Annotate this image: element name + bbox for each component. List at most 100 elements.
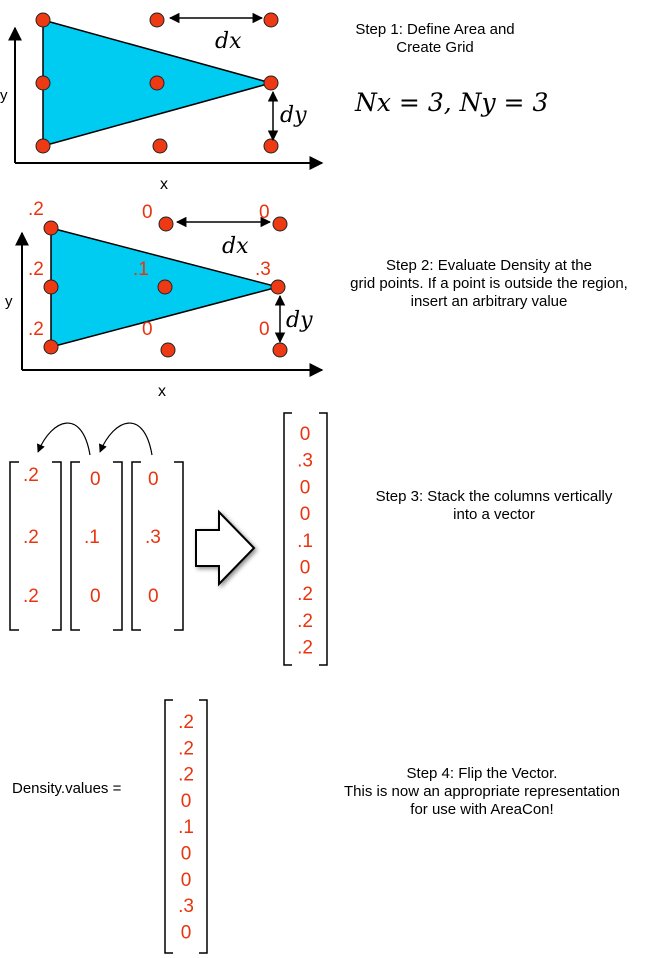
density-values-label: Density.values = [12, 780, 122, 797]
step4-diagram: Density.values = .2 .2 .2 0 .1 0 0 .3 0 [12, 699, 208, 954]
vector-entry: .2 [297, 584, 313, 605]
curved-arrow-col2-to-col1 [37, 422, 91, 456]
step2-value-mid-right: .3 [255, 259, 271, 280]
step1-grid-points [35, 12, 279, 154]
step1-y-axis-label: y [0, 87, 8, 104]
grid-point [263, 138, 279, 154]
matrix-cell: 0 [148, 469, 159, 490]
vector-entry: 0 [181, 870, 192, 891]
step4-title-line: for use with AreaCon! [410, 801, 554, 818]
vector-entry: .2 [297, 611, 313, 632]
matrix-cell: .2 [23, 586, 39, 607]
step3-column-2: 0 .1 0 [70, 461, 123, 631]
vector-entry: .2 [178, 738, 194, 759]
step1-title-line: Create Grid [396, 39, 474, 56]
step1-dy-label: dy [280, 103, 307, 128]
step2-x-axis-label: x [158, 383, 166, 400]
step1-x-axis-label: x [160, 176, 168, 193]
step4-title-line: This is now an appropriate representatio… [344, 783, 620, 800]
matrix-cell: .3 [145, 527, 161, 548]
grid-point [149, 12, 165, 28]
grid-point [35, 138, 51, 154]
grid-point [43, 220, 59, 236]
step3-title-line: Step 3: Stack the columns vertically [375, 488, 613, 505]
grid-point [43, 339, 59, 355]
step2-grid-points [43, 216, 288, 358]
vector-entry: 0 [300, 558, 311, 579]
vector-entry: .2 [178, 712, 194, 733]
vector-entry: .1 [297, 531, 313, 552]
vector-entry: .3 [297, 451, 313, 472]
bracket-right [319, 412, 328, 666]
bracket-left [131, 461, 141, 631]
step2-value-mid-left: .2 [28, 259, 44, 280]
vector-entry: .1 [178, 817, 194, 838]
grid-point [152, 138, 168, 154]
bracket-left [283, 412, 292, 666]
step1-title-line: Step 1: Define Area and [355, 21, 515, 38]
vector-entry: 0 [300, 504, 311, 525]
step2-diagram: dx dy x y .2 0 0 .2 .1 .3 .2 0 0 [5, 199, 324, 400]
vector-entry: 0 [181, 844, 192, 865]
bracket-right [113, 461, 123, 631]
grid-point [35, 75, 51, 91]
step2-title-line: grid points. If a point is outside the r… [350, 275, 628, 292]
step2-title: Step 2: Evaluate Density at the grid poi… [330, 257, 648, 311]
matrix-cell: 0 [90, 586, 101, 607]
grid-point [157, 279, 173, 295]
step3-stacked-vector: 0 .3 0 0 .1 0 .2 .2 .2 [283, 412, 328, 666]
vector-entry: 0 [181, 791, 192, 812]
grid-point [272, 342, 288, 358]
matrix-cell: .1 [84, 527, 100, 548]
bracket-left [70, 461, 80, 631]
bracket-left [164, 699, 173, 954]
vector-entry: .2 [178, 765, 194, 786]
bracket-left [9, 461, 19, 631]
step3-column-1: .2 .2 .2 [9, 461, 62, 631]
step2-value-top-mid: 0 [142, 202, 153, 223]
vector-entry: .3 [178, 896, 194, 917]
matrix-cell: 0 [148, 586, 159, 607]
step2-dy-label: dy [286, 308, 313, 333]
grid-point [35, 12, 51, 28]
curved-arrow-col3-to-col2 [99, 422, 153, 456]
step3-title-line: into a vector [453, 506, 535, 523]
step1-title: Step 1: Define Area and Create Grid [325, 21, 545, 57]
vector-entry: 0 [181, 922, 192, 943]
step2-value-mid-mid: .1 [133, 259, 149, 280]
vector-entry: 0 [300, 477, 311, 498]
grid-point [270, 279, 286, 295]
step2-title-line: Step 2: Evaluate Density at the [386, 257, 592, 274]
step2-value-top-right: 0 [259, 202, 270, 223]
matrix-cell: .2 [23, 465, 39, 486]
grid-point [160, 342, 176, 358]
vector-entry: 0 [300, 424, 311, 445]
step1-dx-label: dx [215, 29, 242, 54]
step2-value-bot-mid: 0 [142, 319, 153, 340]
vector-entry: .2 [297, 638, 313, 659]
bracket-right [174, 461, 184, 631]
step1-grid-size-label: Nx = 3, Ny = 3 [354, 88, 548, 117]
step3-diagram: .2 .2 .2 0 .1 0 0 .3 0 0 .3 0 0 .1 0 .2 .2 .2 [9, 412, 328, 666]
step2-dx-label: dx [222, 234, 249, 259]
transform-arrow-icon [195, 509, 256, 587]
step3-column-3: 0 .3 0 [131, 461, 184, 631]
grid-point [263, 12, 279, 28]
step1-diagram: dx dy x y Nx = 3, Ny = 3 [0, 12, 548, 193]
step4-flipped-vector: .2 .2 .2 0 .1 0 0 .3 0 [164, 699, 208, 954]
step2-title-line: insert an arbitrary value [410, 293, 568, 310]
step3-title: Step 3: Stack the columns vertically int… [345, 488, 643, 524]
grid-point [272, 216, 288, 232]
grid-point [43, 279, 59, 295]
grid-point [263, 75, 279, 91]
step2-value-top-left: .2 [28, 199, 44, 220]
step4-title: Step 4: Flip the Vector. This is now an … [328, 765, 636, 819]
step2-y-axis-label: y [5, 293, 13, 310]
grid-point [158, 216, 174, 232]
bracket-right [199, 699, 208, 954]
matrix-cell: .2 [23, 527, 39, 548]
matrix-cell: 0 [90, 469, 101, 490]
step2-value-bot-right: 0 [259, 319, 270, 340]
bracket-right [52, 461, 62, 631]
